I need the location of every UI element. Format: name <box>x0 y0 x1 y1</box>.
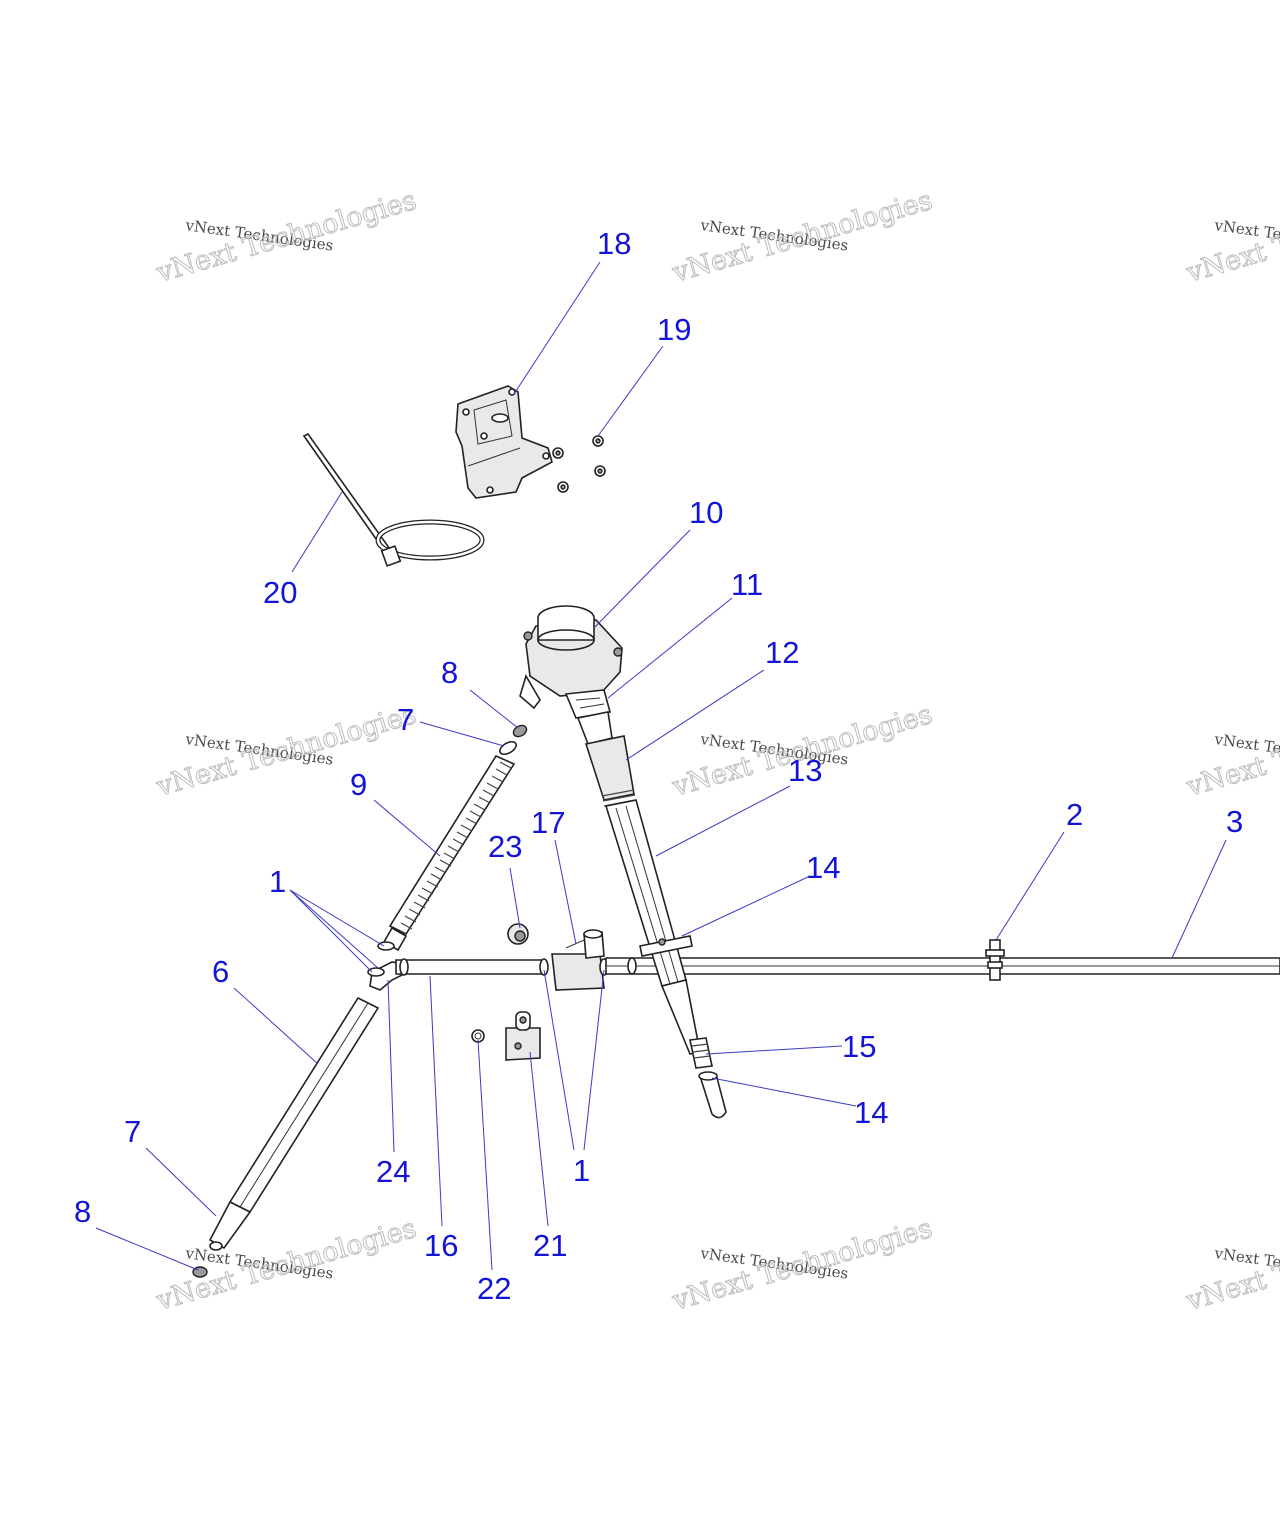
watermark-text-large: vNext Technologies <box>1182 185 1280 289</box>
callout-21: 21 <box>533 1228 567 1263</box>
callout-7-lower: 7 <box>124 1114 141 1149</box>
callout-6: 6 <box>212 954 229 989</box>
watermark-7b: vNext Technologies <box>152 1212 420 1317</box>
watermark-2b: vNext Technologies <box>668 184 936 289</box>
pump-10 <box>519 605 623 710</box>
watermark-9b: vNext Technologies <box>1182 1212 1280 1317</box>
watermark-text-large: vNext Technologies <box>1182 699 1280 803</box>
watermark-4b: vNext Technologies <box>152 698 420 803</box>
clip-21 <box>505 1011 541 1061</box>
tube-6 <box>192 996 380 1278</box>
leader-lines <box>95 261 1227 1271</box>
callout-2: 2 <box>1066 797 1083 832</box>
bracket-18 <box>455 385 553 499</box>
callout-numbers: 18 19 20 10 11 12 8 7 9 13 23 17 2 3 1 1… <box>74 226 1243 1306</box>
nut-22 <box>471 1029 485 1043</box>
callout-17: 17 <box>531 805 565 840</box>
callout-3: 3 <box>1226 804 1243 839</box>
valve-17 <box>551 929 609 991</box>
y-connector-24 <box>367 941 405 991</box>
callout-1-lower: 1 <box>573 1153 590 1188</box>
callout-14-lower: 14 <box>854 1095 888 1130</box>
callout-23: 23 <box>488 829 522 864</box>
callout-8-top: 8 <box>441 655 458 690</box>
callout-16: 16 <box>424 1228 458 1263</box>
fitting-7-top <box>499 724 528 756</box>
callout-24: 24 <box>376 1154 410 1189</box>
watermarks: vNext Technologies vNext Technologies vN… <box>152 184 1280 1317</box>
pump-neck-11 <box>564 689 612 719</box>
callout-19: 19 <box>657 312 691 347</box>
callout-1-upper: 1 <box>269 864 286 899</box>
wire-bundle-13 <box>604 799 701 1055</box>
watermark-text-large: vNext Technologies <box>668 1213 935 1317</box>
callout-12: 12 <box>765 635 799 670</box>
callout-8-lower: 8 <box>74 1194 91 1229</box>
grommet-23 <box>507 923 529 945</box>
clamp-14-upper <box>639 935 693 957</box>
screws-19 <box>552 435 606 493</box>
watermark-1b: vNext Technologies <box>152 184 420 289</box>
callout-20: 20 <box>263 575 297 610</box>
corrugated-hose-9 <box>382 754 516 952</box>
callout-14-upper: 14 <box>806 850 840 885</box>
callout-10: 10 <box>689 495 723 530</box>
part-drawings <box>192 385 1280 1278</box>
cable-tie-20 <box>302 432 485 567</box>
callout-11: 11 <box>731 567 763 602</box>
watermark-text-large: vNext Technologies <box>152 1213 419 1317</box>
tube-16 <box>395 958 549 976</box>
watermark-3b: vNext Technologies <box>1182 184 1280 289</box>
watermark-text-large: vNext Technologies <box>668 185 935 289</box>
watermark-text-large: vNext Technologies <box>152 185 419 289</box>
callout-18: 18 <box>597 226 631 261</box>
watermark-text-large: vNext Technologies <box>1182 1213 1280 1317</box>
callout-22: 22 <box>477 1271 511 1306</box>
callout-7-top: 7 <box>397 702 414 737</box>
callout-13: 13 <box>788 753 822 788</box>
sleeve-12 <box>576 711 637 807</box>
callout-9: 9 <box>350 767 367 802</box>
watermark-text-large: vNext Technologies <box>152 699 419 803</box>
callout-15: 15 <box>842 1029 876 1064</box>
tube-3 <box>605 957 1280 975</box>
fitting-2 <box>985 939 1005 981</box>
hose-end-15 <box>689 1037 727 1119</box>
watermark-8b: vNext Technologies <box>668 1212 936 1317</box>
watermark-6b: vNext Technologies <box>1182 698 1280 803</box>
